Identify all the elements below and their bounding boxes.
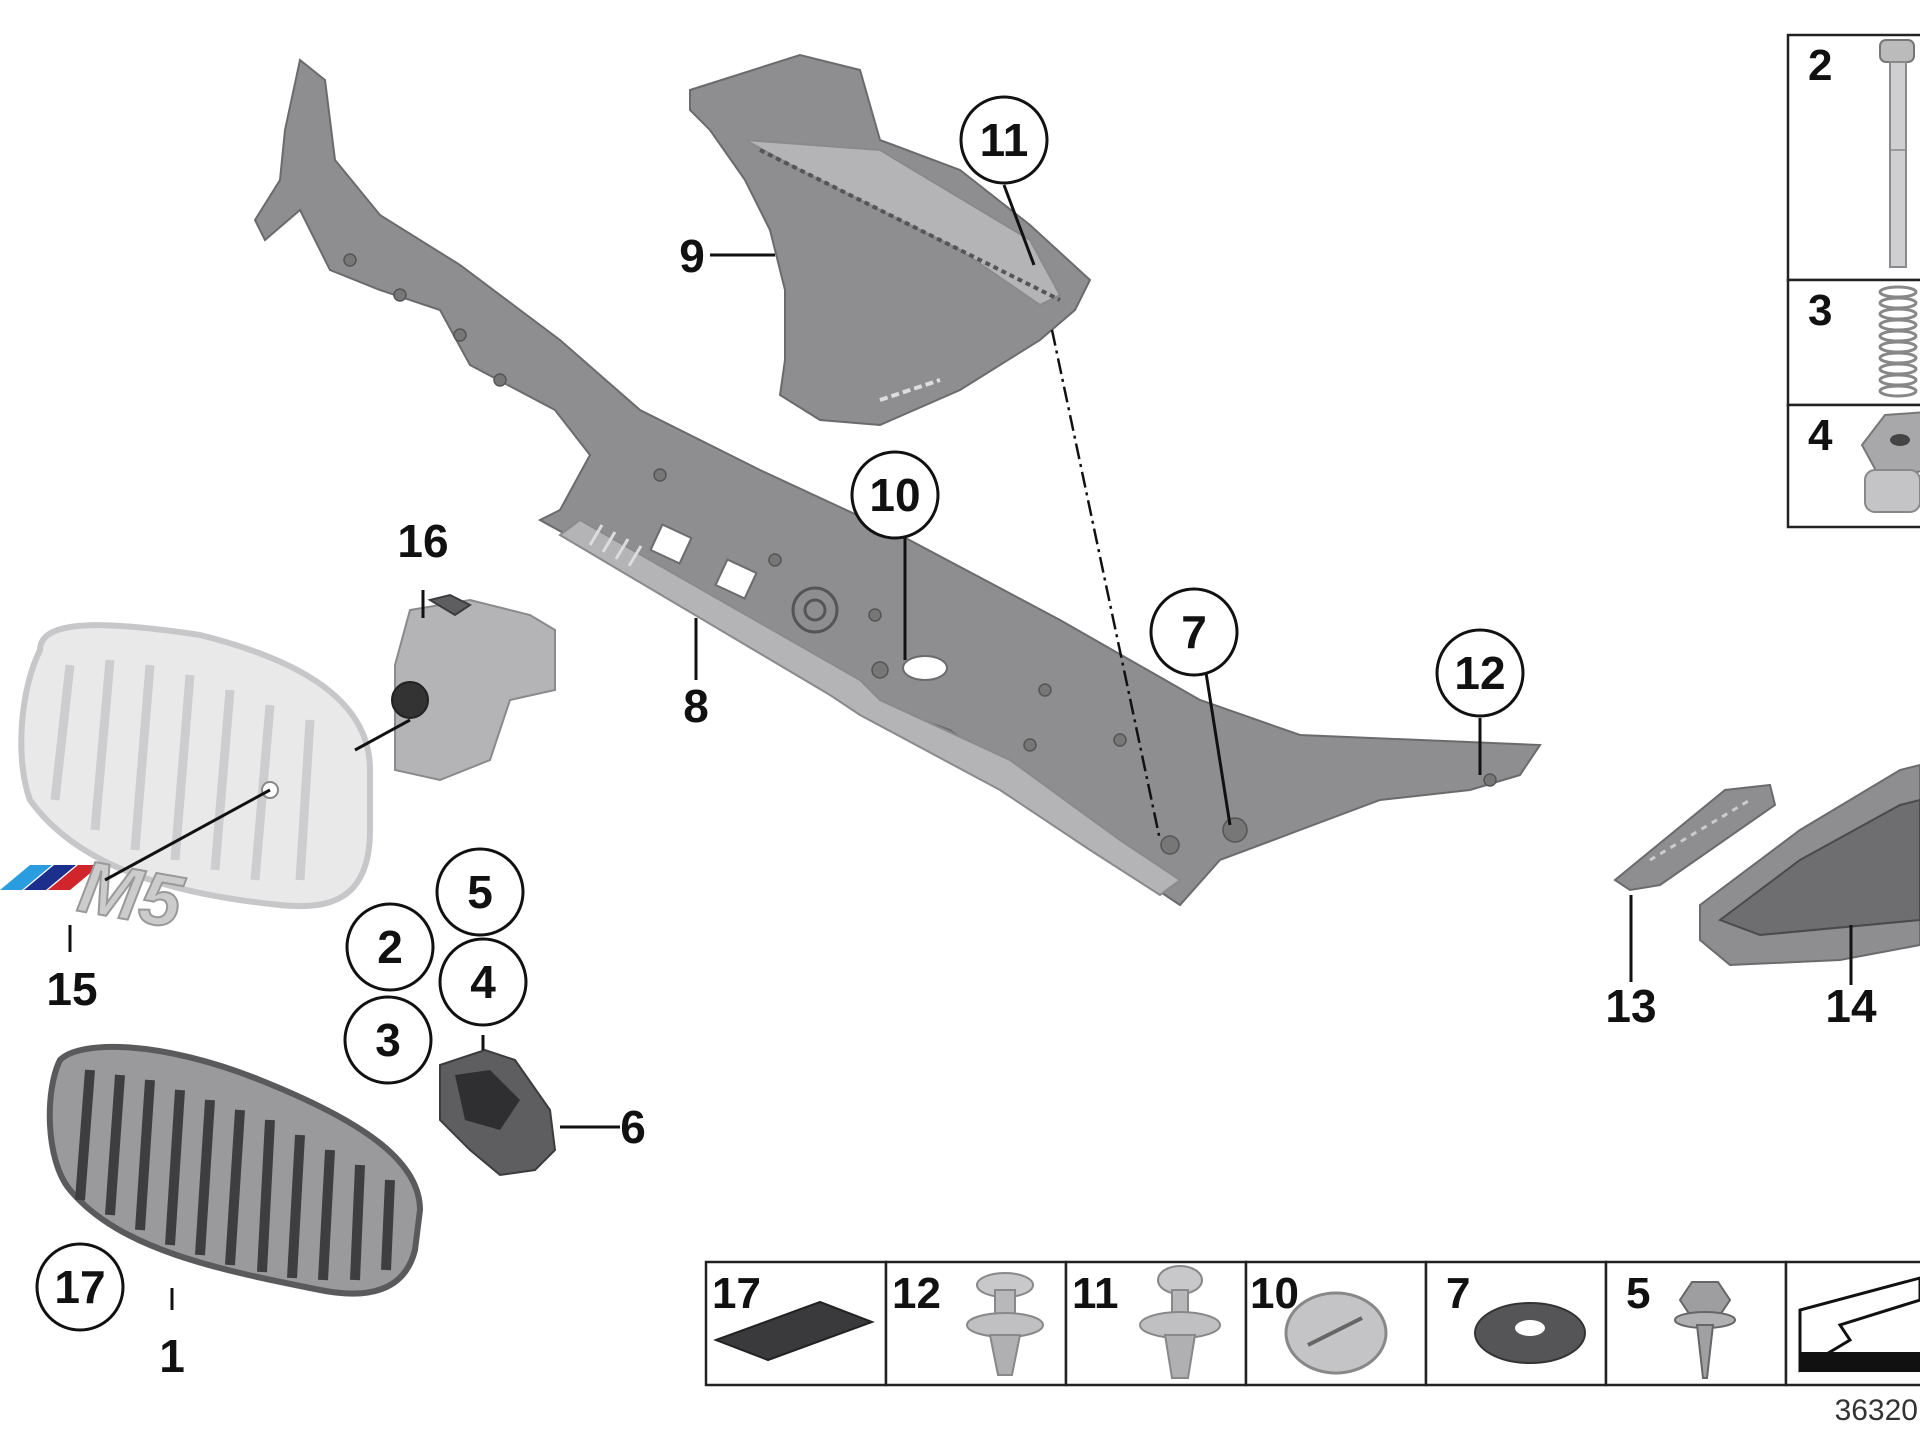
part-6-bracket bbox=[439, 1048, 557, 1177]
svg-text:14: 14 bbox=[1825, 980, 1877, 1032]
side-table-label-3: 3 bbox=[1808, 286, 1832, 335]
bottom-table: 17 12 11 10 7 5 bbox=[704, 1260, 1920, 1387]
leader-lines bbox=[68, 184, 1853, 1310]
rivet-clip-icon bbox=[1139, 1265, 1221, 1379]
side-table: 2 3 4 bbox=[1786, 33, 1920, 529]
callout-4: 4 bbox=[438, 937, 528, 1027]
svg-text:5: 5 bbox=[467, 866, 493, 918]
bottom-table-label-12: 12 bbox=[892, 1269, 941, 1318]
bottom-table-label-10: 10 bbox=[1250, 1269, 1299, 1318]
callout-7: 7 bbox=[1149, 587, 1239, 677]
part-16-camera-bracket bbox=[391, 593, 556, 782]
callout-6: 6 bbox=[620, 1101, 646, 1153]
callout-17: 17 bbox=[35, 1242, 125, 1332]
side-table-label-4: 4 bbox=[1808, 411, 1833, 460]
callout-1: 1 bbox=[159, 1330, 185, 1382]
callout-16: 16 bbox=[397, 515, 448, 567]
svg-text:9: 9 bbox=[679, 230, 705, 282]
svg-text:17: 17 bbox=[54, 1261, 105, 1313]
part-14-air-grille bbox=[1699, 763, 1920, 967]
part-15-grille-upper bbox=[18, 622, 373, 910]
drawing-number: 36320 bbox=[1835, 1394, 1918, 1427]
svg-text:16: 16 bbox=[397, 515, 448, 567]
svg-text:4: 4 bbox=[470, 956, 496, 1008]
m5-emblem: M5 bbox=[0, 843, 191, 945]
side-table-label-2: 2 bbox=[1808, 41, 1832, 90]
grommet-icon bbox=[1860, 411, 1920, 513]
svg-text:12: 12 bbox=[1454, 647, 1505, 699]
svg-text:7: 7 bbox=[1181, 606, 1207, 658]
svg-text:2: 2 bbox=[377, 921, 403, 973]
callout-13: 13 bbox=[1605, 980, 1656, 1032]
svg-text:15: 15 bbox=[46, 963, 97, 1015]
foam-pad-icon bbox=[713, 1300, 875, 1362]
svg-text:11: 11 bbox=[980, 114, 1029, 166]
callout-5: 5 bbox=[435, 847, 525, 937]
emblem-stripe-2 bbox=[24, 865, 76, 890]
bolt-icon bbox=[1879, 39, 1915, 268]
callout-12: 12 bbox=[1435, 628, 1525, 718]
screw-icon bbox=[1674, 1281, 1736, 1379]
callout-11: 11 bbox=[959, 95, 1049, 185]
svg-text:8: 8 bbox=[683, 680, 709, 732]
bottom-table-label-5: 5 bbox=[1626, 1269, 1650, 1318]
emblem-text: M5 bbox=[73, 844, 190, 944]
svg-text:6: 6 bbox=[620, 1101, 646, 1153]
svg-text:10: 10 bbox=[869, 469, 920, 521]
assembly-symbol-icon bbox=[1798, 1276, 1920, 1373]
emblem-stripe-1 bbox=[0, 865, 52, 890]
part-9-shroud bbox=[689, 53, 1092, 427]
svg-text:3: 3 bbox=[375, 1014, 401, 1066]
svg-text:13: 13 bbox=[1605, 980, 1656, 1032]
callout-10: 10 bbox=[850, 450, 940, 540]
bottom-table-label-17: 17 bbox=[712, 1269, 761, 1318]
callout-2: 2 bbox=[345, 902, 435, 992]
callout-9: 9 bbox=[679, 230, 705, 282]
callout-14: 14 bbox=[1825, 980, 1877, 1032]
washer-icon bbox=[1474, 1302, 1586, 1364]
emblem-stripe-3 bbox=[48, 865, 100, 890]
part-1-grille-lower bbox=[46, 1043, 424, 1297]
callout-8: 8 bbox=[683, 680, 709, 732]
bottom-table-label-7: 7 bbox=[1446, 1269, 1470, 1318]
callout-15: 15 bbox=[46, 963, 97, 1015]
callout-3: 3 bbox=[343, 995, 433, 1085]
svg-text:1: 1 bbox=[159, 1330, 185, 1382]
part-13-strip bbox=[1613, 783, 1777, 892]
push-clip-icon bbox=[966, 1272, 1044, 1376]
blind-plug-icon bbox=[1284, 1291, 1388, 1375]
bottom-table-label-11: 11 bbox=[1072, 1269, 1119, 1318]
spring-icon bbox=[1878, 285, 1918, 398]
part-8-cowl-panel bbox=[253, 58, 1542, 907]
